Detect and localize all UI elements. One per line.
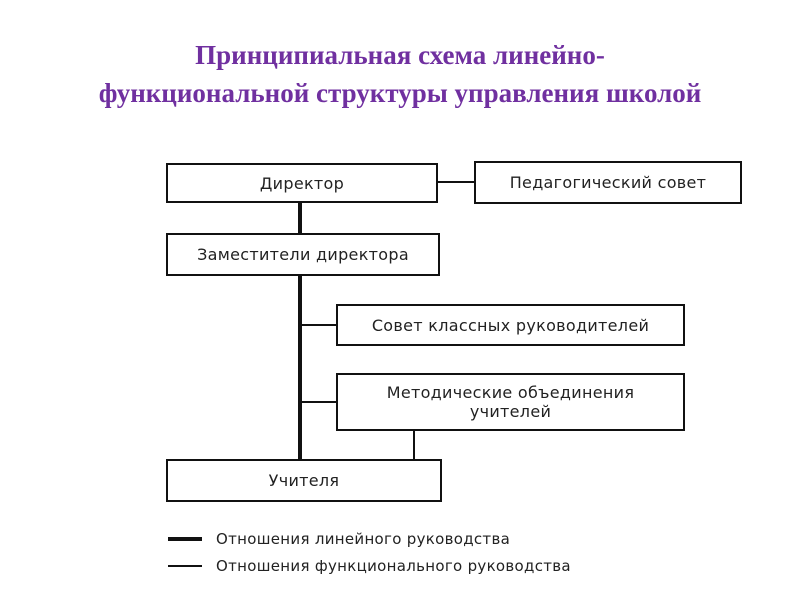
box-deputy-directors: Заместители директора [166, 233, 440, 276]
method-line-1: Методические объединения [386, 383, 635, 402]
box-methodical-associations: Методические объединения учителей [336, 373, 685, 431]
legend-functional: Отношения функционального руководства [168, 557, 571, 575]
legend-thin-line [168, 565, 202, 567]
legend-linear: Отношения линейного руководства [168, 530, 510, 548]
legend-functional-label: Отношения функционального руководства [216, 557, 571, 575]
diagram-title: Принципиальная схема линейно- функционал… [0, 36, 800, 112]
title-line-1: Принципиальная схема линейно- [195, 40, 605, 70]
box-pedagogical-council: Педагогический совет [474, 161, 742, 204]
box-director: Директор [166, 163, 438, 203]
title-line-2: функциональной структуры управления школ… [98, 78, 702, 108]
method-line-2: учителей [469, 402, 552, 421]
box-class-teachers-council: Совет классных руководителей [336, 304, 685, 346]
legend-linear-label: Отношения линейного руководства [216, 530, 511, 548]
box-teachers: Учителя [166, 459, 442, 502]
legend-thick-line [168, 537, 202, 541]
